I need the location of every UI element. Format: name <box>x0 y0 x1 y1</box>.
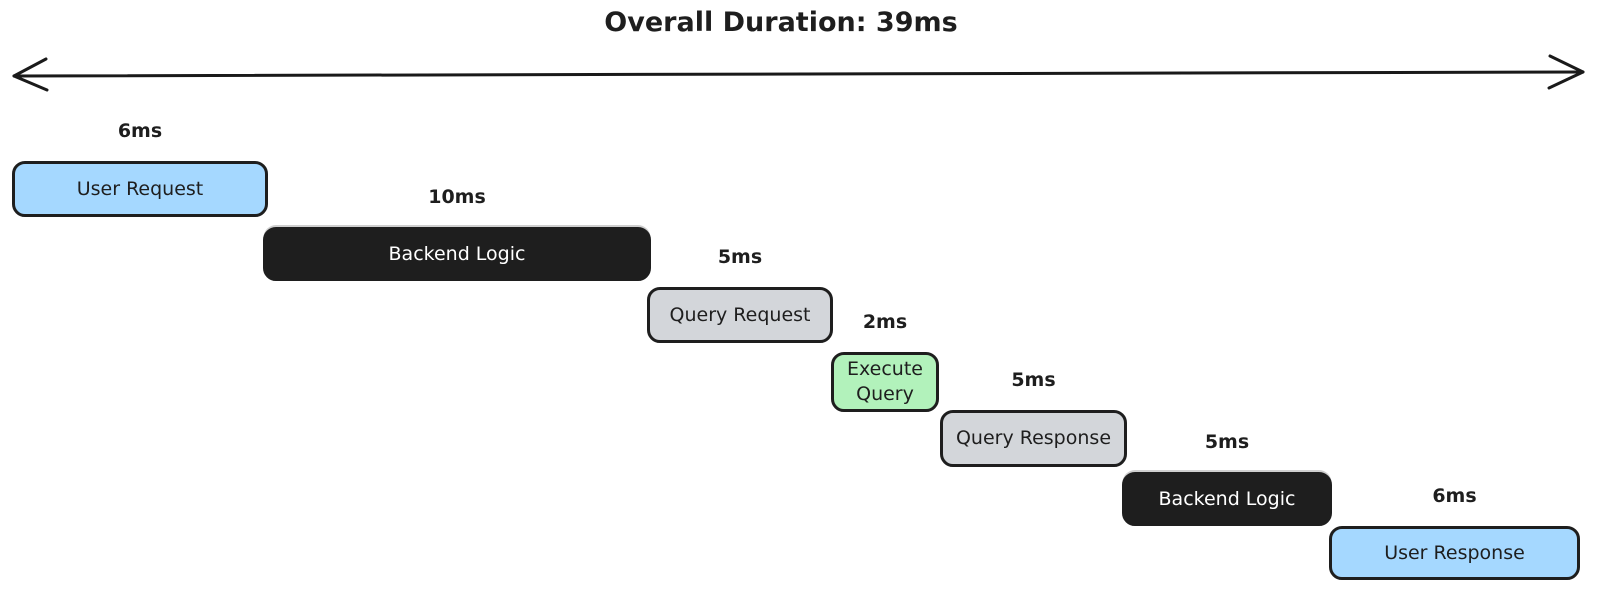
segment-box-backend-logic-2: Backend Logic <box>1122 472 1332 526</box>
segment-execute-query: 2ms Execute Query <box>831 310 939 412</box>
segment-box-user-response: User Response <box>1329 526 1580 580</box>
segment-label: Query Response <box>955 427 1112 449</box>
segment-box-execute-query: Execute Query <box>831 352 939 412</box>
segment-box-query-request: Query Request <box>647 287 833 343</box>
segment-backend-logic-1: 10ms Backend Logic <box>263 185 651 281</box>
segment-box-backend-logic-1: Backend Logic <box>263 227 651 281</box>
segment-label: Query Request <box>669 303 811 326</box>
segment-query-request: 5ms Query Request <box>647 245 833 343</box>
segment-query-response: 5ms Query Response <box>940 368 1127 467</box>
segment-user-response: 6ms User Response <box>1329 484 1580 580</box>
duration-label: 6ms <box>117 120 163 142</box>
diagram-title: Overall Duration: 39ms <box>604 7 958 38</box>
overall-duration-arrow <box>12 54 1585 92</box>
segment-label: User Response <box>1384 541 1525 564</box>
segment-label: Backend Logic <box>1158 487 1296 510</box>
segment-label: Backend Logic <box>388 242 526 265</box>
duration-label: 5ms <box>1011 369 1056 391</box>
arrowhead-right-icon <box>1547 54 1585 90</box>
segment-backend-logic-2: 5ms Backend Logic <box>1122 430 1332 526</box>
segment-label: User Request <box>76 177 204 200</box>
duration-label: 5ms <box>1204 431 1250 453</box>
segment-user-request: 6ms User Request <box>12 119 268 217</box>
arrowhead-left-icon <box>12 57 49 92</box>
segment-box-user-request: User Request <box>12 161 268 217</box>
duration-label: 2ms <box>862 311 908 333</box>
segment-box-query-response: Query Response <box>940 410 1127 467</box>
duration-label: 5ms <box>717 246 763 268</box>
duration-label: 6ms <box>1432 485 1477 507</box>
duration-label: 10ms <box>428 186 486 208</box>
segment-label: Execute Query <box>847 358 923 405</box>
